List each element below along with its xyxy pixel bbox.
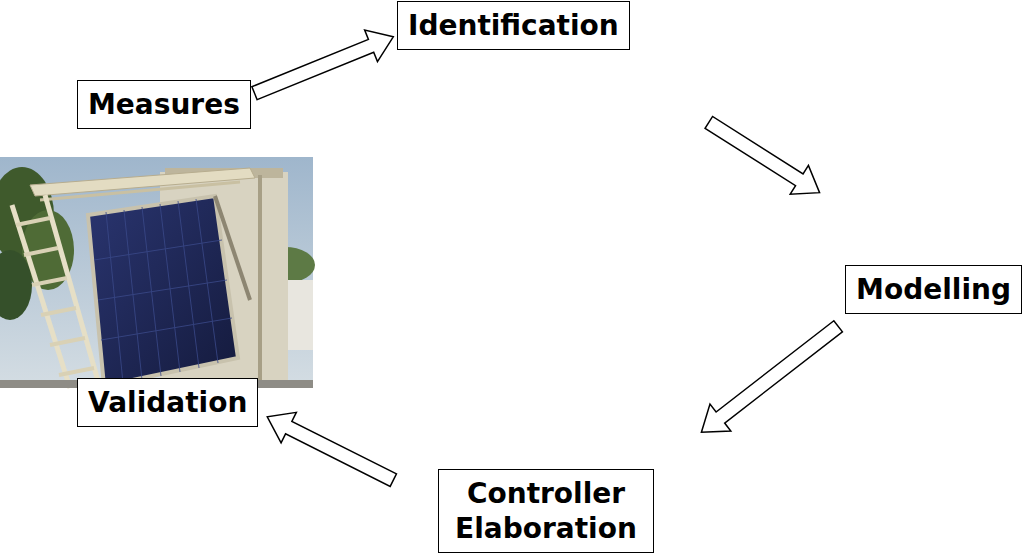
process-box: Measures [77, 80, 251, 129]
block-arrow [252, 30, 393, 100]
box-label: Identification [408, 8, 619, 43]
process-box: Validation [77, 378, 258, 427]
block-arrow [267, 412, 396, 486]
box-label: Controller Elaboration [449, 476, 643, 546]
process-box: Modelling [845, 265, 1022, 314]
box-label: Measures [88, 87, 240, 122]
block-arrow [705, 116, 819, 194]
process-box: Controller Elaboration [438, 469, 654, 553]
box-label: Validation [88, 385, 247, 420]
block-arrow [701, 321, 842, 433]
box-label: Modelling [856, 272, 1011, 307]
process-box: Identification [397, 1, 630, 50]
